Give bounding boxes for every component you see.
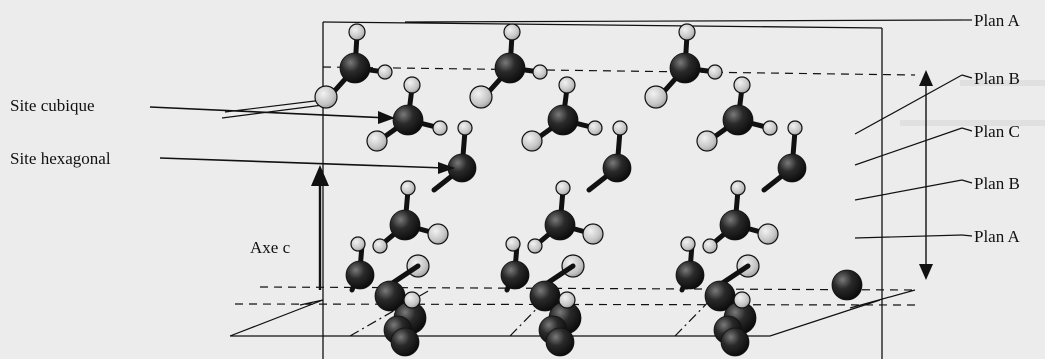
background-bleed-text: [900, 80, 1045, 126]
plan-label-b-upper: Plan B: [974, 69, 1020, 88]
dashdot-1: [349, 289, 431, 337]
plane-b-lower-right: [854, 179, 963, 201]
plane-a-top-front: [224, 99, 324, 113]
light-atom: [348, 23, 366, 41]
light-atom: [403, 291, 421, 309]
molecules-layer: [314, 23, 863, 357]
plane-bottom-left: [229, 299, 324, 337]
dark-atom: [547, 104, 579, 136]
light-atom: [587, 120, 603, 136]
site-hexagonal-arrow-head: [438, 162, 455, 174]
site-cubique-label: Site cubique: [10, 96, 95, 115]
dark-atom: [669, 52, 701, 84]
dark-atom: [494, 52, 526, 84]
dark-atom: [545, 327, 575, 357]
axe-c-label: Axe c: [250, 238, 291, 257]
light-atom: [427, 223, 449, 245]
plane-b-left: [221, 104, 324, 119]
light-atom: [757, 223, 779, 245]
plan-label-a-bottom: Plan A: [974, 227, 1021, 246]
dark-atom: [544, 209, 576, 241]
plan-label-a-top: Plan A: [974, 11, 1021, 30]
plan-label-b-lower: Plan B: [974, 174, 1020, 193]
light-atom: [612, 120, 628, 136]
dark-atom: [722, 104, 754, 136]
dashed-plane-bottom: [234, 303, 916, 306]
dark-atom: [720, 327, 750, 357]
dark-atom: [719, 209, 751, 241]
plane-labels: Plan A Plan B Plan C Plan B Plan A: [961, 11, 1021, 246]
light-atom: [372, 238, 388, 254]
site-cubique-arrow-line: [149, 106, 389, 119]
light-atom: [377, 64, 393, 80]
light-atom: [350, 236, 366, 252]
plane-a-bottom-right: [854, 234, 963, 239]
stacking-period-arrow: [919, 70, 933, 280]
light-atom: [558, 76, 576, 94]
site-hexagonal-annotation: Site hexagonal: [10, 149, 455, 174]
dark-atom: [831, 269, 863, 301]
site-cubique-annotation: Site cubique: [10, 96, 395, 124]
light-atom: [432, 120, 448, 136]
light-atom: [505, 236, 521, 252]
plane-c-right: [854, 127, 963, 166]
light-atom: [555, 180, 571, 196]
light-atom: [787, 120, 803, 136]
light-atom: [527, 238, 543, 254]
frame-top-edge: [322, 21, 883, 29]
light-atom: [696, 130, 718, 152]
dark-atom: [777, 153, 807, 183]
dashed-plane-lower: [259, 286, 916, 291]
dark-atom: [390, 327, 420, 357]
light-atom: [532, 64, 548, 80]
site-hexagonal-label: Site hexagonal: [10, 149, 111, 168]
plane-b-upper-right: [854, 74, 963, 135]
unit-cell-frame: [322, 21, 883, 359]
light-atom: [403, 76, 421, 94]
light-atom: [730, 180, 746, 196]
light-atom: [644, 85, 668, 109]
site-hexagonal-arrow-line: [159, 157, 446, 169]
dark-atom: [602, 153, 632, 183]
dashed-plane-upper: [322, 66, 916, 76]
light-atom: [469, 85, 493, 109]
light-atom: [678, 23, 696, 41]
light-atom: [457, 120, 473, 136]
light-atom: [733, 76, 751, 94]
light-atom: [503, 23, 521, 41]
light-atom: [521, 130, 543, 152]
light-atom: [400, 180, 416, 196]
dark-atom: [675, 260, 705, 290]
plane-a-top-edge: [404, 19, 963, 23]
light-atom: [680, 236, 696, 252]
axe-c-annotation: Axe c: [250, 165, 329, 290]
light-atom: [582, 223, 604, 245]
dark-atom: [500, 260, 530, 290]
light-atom: [558, 291, 576, 309]
light-atom: [762, 120, 778, 136]
dark-atom: [389, 209, 421, 241]
light-atom: [366, 130, 388, 152]
light-atom: [314, 85, 338, 109]
dark-atom: [392, 104, 424, 136]
light-atom: [733, 291, 751, 309]
plan-label-c: Plan C: [974, 122, 1020, 141]
light-atom: [702, 238, 718, 254]
light-atom: [707, 64, 723, 80]
dark-atom: [339, 52, 371, 84]
site-cubique-arrow-head: [378, 111, 395, 124]
plane-right-edge-bottom: [849, 289, 916, 309]
axe-c-arrow-head: [311, 165, 329, 186]
dark-atom: [345, 260, 375, 290]
